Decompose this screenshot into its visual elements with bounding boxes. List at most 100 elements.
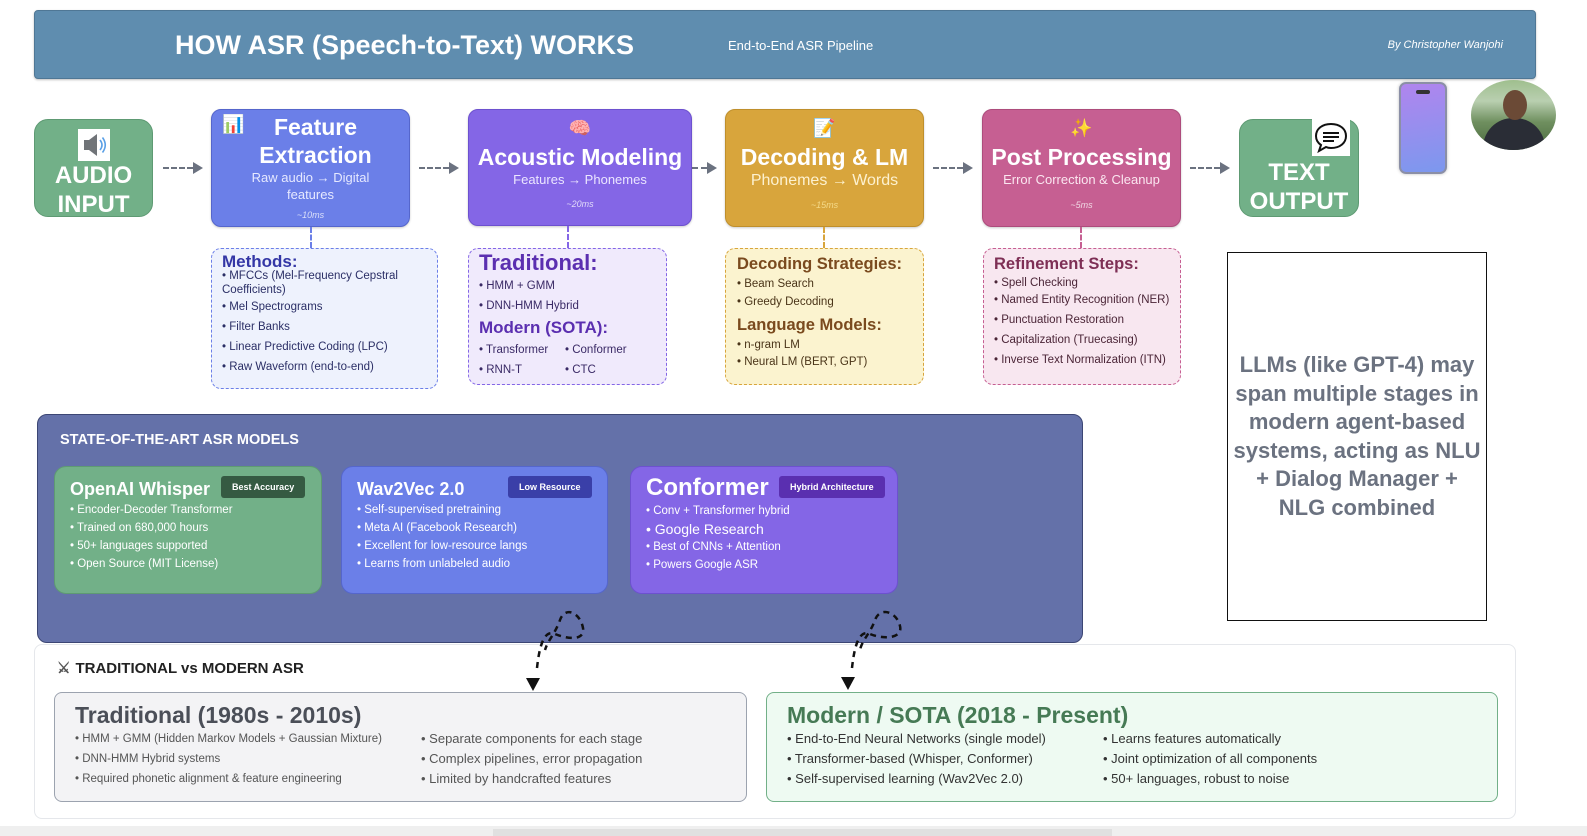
era-item: • HMM + GMM (Hidden Markov Models + Gaus… xyxy=(75,733,382,745)
stage-title: Feature Extraction xyxy=(259,114,372,168)
stage-title: Decoding & LM xyxy=(740,144,909,170)
detail-item: • HMM + GMM xyxy=(479,280,555,292)
stage-connector xyxy=(310,227,312,248)
detail-item: • Raw Waveform (end-to-end) xyxy=(222,361,374,373)
stage-feature-extraction[interactable]: 📊 Feature Extraction Raw audio → Digital… xyxy=(211,109,410,227)
detail-item: • Neural LM (BERT, GPT) xyxy=(737,356,868,368)
modern-era-card: Modern / SOTA (2018 - Present) • End-to-… xyxy=(766,692,1498,802)
model-card-conformer[interactable]: Conformer Hybrid Architecture • Conv + T… xyxy=(630,466,898,594)
era-title: Modern / SOTA (2018 - Present) xyxy=(787,702,1129,728)
detail-item: • Filter Banks xyxy=(222,321,290,333)
stage-connector xyxy=(823,227,825,248)
stage-description: Phonemes → Words xyxy=(750,172,899,189)
detail-item: • Linear Predictive Coding (LPC) xyxy=(222,341,388,353)
flow-arrow xyxy=(1190,162,1230,174)
era-item: • 50+ languages, robust to noise xyxy=(1103,771,1290,786)
stage-latency: ~20ms xyxy=(566,199,594,209)
model-feature: • Encoder-Decoder Transformer xyxy=(70,504,233,516)
model-feature: • Learns from unlabeled audio xyxy=(357,558,510,570)
brain-icon: 🧠 xyxy=(568,118,592,138)
stage-description: Raw audio → Digital features xyxy=(251,170,370,202)
era-item: • Learns features automatically xyxy=(1103,731,1281,746)
scrollbar-thumb[interactable] xyxy=(493,829,1112,836)
section-title: ⚔TRADITIONAL vs MODERN ASR xyxy=(57,659,304,677)
era-item: • DNN-HMM Hybrid systems xyxy=(75,753,221,765)
llm-note-text: LLMs (like GPT-4) may span multiple stag… xyxy=(1233,352,1481,520)
model-feature: • Self-supervised pretraining xyxy=(357,504,502,516)
model-card-wav2vec[interactable]: Wav2Vec 2.0 Low Resource • Self-supervis… xyxy=(341,466,608,594)
sota-models-section: STATE-OF-THE-ART ASR MODELS OpenAI Whisp… xyxy=(37,414,1083,643)
era-item: • Complex pipelines, error propagation xyxy=(421,751,643,766)
llm-note: LLMs (like GPT-4) may span multiple stag… xyxy=(1227,252,1487,621)
horizontal-scrollbar[interactable] xyxy=(0,826,1587,836)
detail-item: • MFCCs (Mel-Frequency Cepstral Coeffici… xyxy=(222,270,398,296)
model-feature: • Meta AI (Facebook Research) xyxy=(357,522,517,534)
era-item: • Joint optimization of all components xyxy=(1103,751,1318,766)
model-card-whisper[interactable]: OpenAI Whisper Best Accuracy • Encoder-D… xyxy=(54,466,322,594)
text-output-node[interactable]: TEXT OUTPUT xyxy=(1239,119,1359,217)
stage-description: Features → Phonemes xyxy=(513,172,647,187)
audio-input-label-line1: AUDIO xyxy=(54,162,133,189)
speaker-icon xyxy=(77,129,110,161)
era-item: • Separate components for each stage xyxy=(421,731,643,746)
phone-mockup-icon xyxy=(1399,82,1447,174)
era-item: • Transformer-based (Whisper, Conformer) xyxy=(787,751,1033,766)
detail-item: • RNN-T xyxy=(479,364,522,376)
detail-item: • Greedy Decoding xyxy=(737,296,834,308)
detail-heading-language-models: Language Models: xyxy=(737,316,882,334)
stage-connector xyxy=(567,226,569,248)
model-feature: • Google Research xyxy=(646,521,764,537)
detail-heading-modern: Modern (SOTA): xyxy=(479,318,609,337)
model-name: Wav2Vec 2.0 xyxy=(357,479,465,499)
model-badge: Hybrid Architecture xyxy=(779,476,885,498)
page-title: HOW ASR (Speech-to-Text) WORKS xyxy=(175,30,634,60)
detail-item: • Punctuation Restoration xyxy=(994,314,1124,326)
crossed-swords-icon: ⚔ xyxy=(57,660,71,677)
era-item: • Limited by handcrafted features xyxy=(421,771,612,786)
model-feature: • Open Source (MIT License) xyxy=(70,558,219,570)
flow-arrow xyxy=(163,162,203,174)
detail-item: • Spell Checking xyxy=(994,277,1078,289)
detail-item: • Inverse Text Normalization (ITN) xyxy=(994,354,1166,366)
author-avatar xyxy=(1471,80,1556,150)
stage-connector xyxy=(1080,227,1082,248)
model-feature: • Powers Google ASR xyxy=(646,559,759,571)
detail-item: • Conformer xyxy=(565,344,627,356)
model-name: Conformer xyxy=(646,474,769,501)
sparkles-icon: ✨ xyxy=(1070,118,1093,138)
detail-item: • Transformer xyxy=(479,344,549,356)
detail-item: • Named Entity Recognition (NER) xyxy=(994,294,1170,306)
stage-latency: ~15ms xyxy=(810,200,839,210)
detail-item: • DNN-HMM Hybrid xyxy=(479,300,579,312)
detail-acoustic-modeling: Traditional: • HMM + GMM • DNN-HMM Hybri… xyxy=(468,248,667,385)
stage-description: Error Correction & Cleanup xyxy=(1003,172,1160,187)
detail-item: • Beam Search xyxy=(737,278,814,290)
era-title: Traditional (1980s - 2010s) xyxy=(75,702,362,728)
section-title-text: TRADITIONAL vs MODERN ASR xyxy=(75,660,304,677)
era-item: • End-to-End Neural Networks (single mod… xyxy=(787,731,1046,746)
detail-heading-traditional: Traditional: xyxy=(479,250,598,275)
stage-acoustic-modeling[interactable]: 🧠 Acoustic Modeling Features → Phonemes … xyxy=(468,109,692,226)
detail-item: • Mel Spectrograms xyxy=(222,301,323,313)
era-item: • Required phonetic alignment & feature … xyxy=(75,773,342,785)
audio-input-label-line2: INPUT xyxy=(57,191,130,218)
audio-input-node[interactable]: AUDIO INPUT xyxy=(34,119,153,218)
model-feature: • 50+ languages supported xyxy=(70,540,208,552)
stage-latency: ~10ms xyxy=(296,210,325,220)
detail-feature-extraction: Methods: • MFCCs (Mel-Frequency Cepstral… xyxy=(211,248,438,389)
stage-decoding-lm[interactable]: 📝 Decoding & LM Phonemes → Words ~15ms xyxy=(725,109,924,227)
speech-bubble-icon xyxy=(1312,119,1350,156)
flow-arrow xyxy=(933,162,973,174)
detail-item: • CTC xyxy=(565,364,596,376)
model-badge: Best Accuracy xyxy=(221,476,306,498)
traditional-era-card: Traditional (1980s - 2010s) • HMM + GMM … xyxy=(54,692,747,802)
section-title: STATE-OF-THE-ART ASR MODELS xyxy=(60,432,299,448)
detail-item: • Capitalization (Truecasing) xyxy=(994,334,1138,346)
model-name: OpenAI Whisper xyxy=(70,479,211,499)
bar-chart-icon: 📊 xyxy=(222,114,245,134)
model-feature: • Best of CNNs + Attention xyxy=(646,541,781,553)
model-feature: • Conv + Transformer hybrid xyxy=(646,505,790,517)
stage-title: Acoustic Modeling xyxy=(477,144,683,170)
text-output-label-line1: TEXT xyxy=(1268,159,1330,186)
stage-post-processing[interactable]: ✨ Post Processing Error Correction & Cle… xyxy=(982,109,1181,227)
